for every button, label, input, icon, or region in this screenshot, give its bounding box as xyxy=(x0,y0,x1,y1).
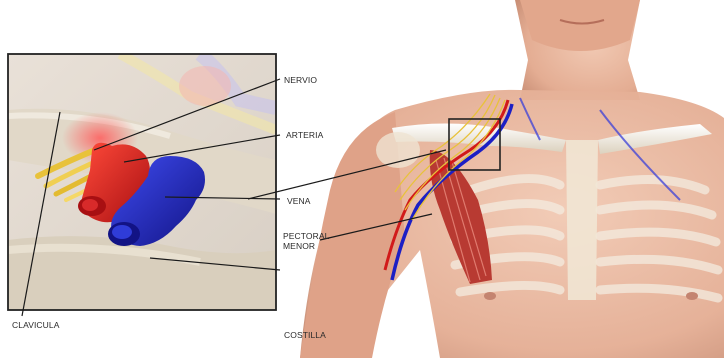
label-costilla: COSTILLA xyxy=(284,330,326,340)
humeral-head xyxy=(376,132,420,168)
label-nervio: NERVIO xyxy=(284,75,317,85)
label-arteria: ARTERIA xyxy=(286,130,323,140)
label-vena: VENA xyxy=(287,196,311,206)
zoom-callout xyxy=(8,54,276,310)
right-nipple xyxy=(686,292,698,300)
left-nipple xyxy=(484,292,496,300)
label-pectoral-menor: PECTORAL MENOR xyxy=(283,231,329,251)
torso-illustration xyxy=(300,0,724,358)
label-clavicula: CLAVICULA xyxy=(12,320,60,330)
sternum xyxy=(566,140,598,300)
